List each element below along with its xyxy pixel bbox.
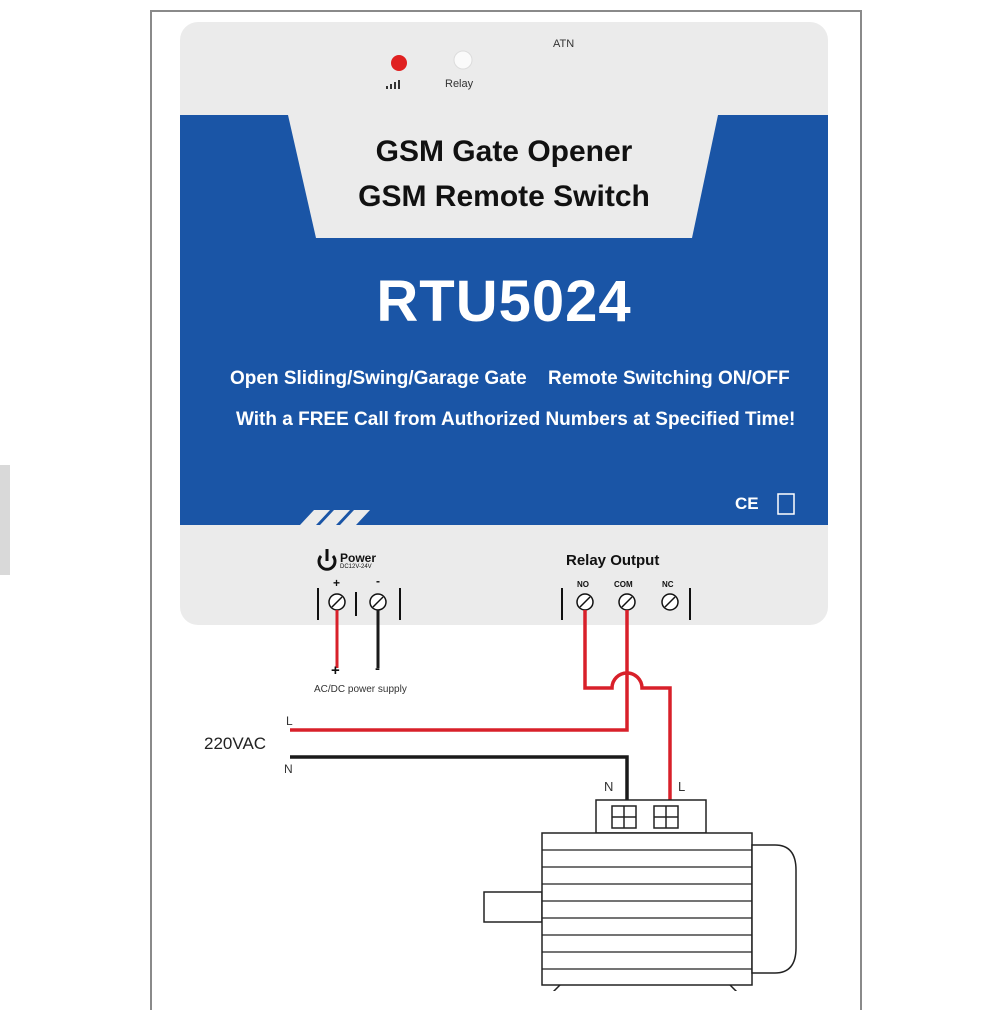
panel-stripes	[300, 510, 370, 525]
status-led	[391, 55, 407, 71]
power-label: Power	[340, 551, 377, 565]
motor-live-label: L	[678, 779, 686, 794]
mains-live-wire	[290, 610, 629, 732]
relay-output-label: Relay Output	[566, 552, 660, 569]
desc-line1-left: Open Sliding/Swing/Garage Gate	[230, 368, 527, 389]
title-line2: GSM Remote Switch	[358, 180, 650, 213]
mains-neutral-wire	[290, 755, 629, 800]
power-plus-label: +	[333, 576, 341, 590]
relay-terminal-block	[561, 588, 691, 620]
power-terminal-block	[317, 588, 401, 620]
title-plate	[288, 115, 718, 238]
relay-led	[453, 50, 473, 70]
supply-plus-label: +	[331, 662, 340, 679]
motor-fins	[542, 849, 752, 970]
relay-no-to-motor-wire	[583, 610, 672, 800]
power-sublabel: DC12V-24V	[340, 564, 372, 570]
title-line1: GSM Gate Opener	[375, 135, 633, 168]
motor-neutral-label: N	[604, 779, 614, 794]
page-frame	[150, 10, 862, 1010]
terminal-no-label: NO	[577, 580, 589, 589]
model-number: RTU5024	[376, 269, 632, 334]
mains-live-label: L	[286, 714, 293, 728]
supply-minus-label: -	[375, 660, 380, 677]
relay-led-label: Relay	[445, 78, 474, 90]
signal-icon	[386, 80, 400, 89]
weee-icon	[777, 493, 795, 515]
mains-voltage-label: 220VAC	[204, 734, 267, 753]
desc-line2: With a FREE Call from Authorized Numbers…	[236, 409, 796, 430]
power-icon	[317, 549, 337, 571]
terminal-com-label: COM	[614, 580, 633, 589]
desc-line1-right: Remote Switching ON/OFF	[548, 368, 790, 389]
motor-icon	[483, 832, 797, 991]
power-minus-label: -	[376, 574, 380, 588]
supply-label: AC/DC power supply	[314, 684, 407, 695]
atn-label: ATN	[553, 38, 575, 50]
mains-neutral-label: N	[284, 762, 293, 776]
terminal-nc-label: NC	[662, 580, 674, 589]
side-tab	[0, 465, 10, 575]
ce-mark: CE	[735, 494, 759, 513]
